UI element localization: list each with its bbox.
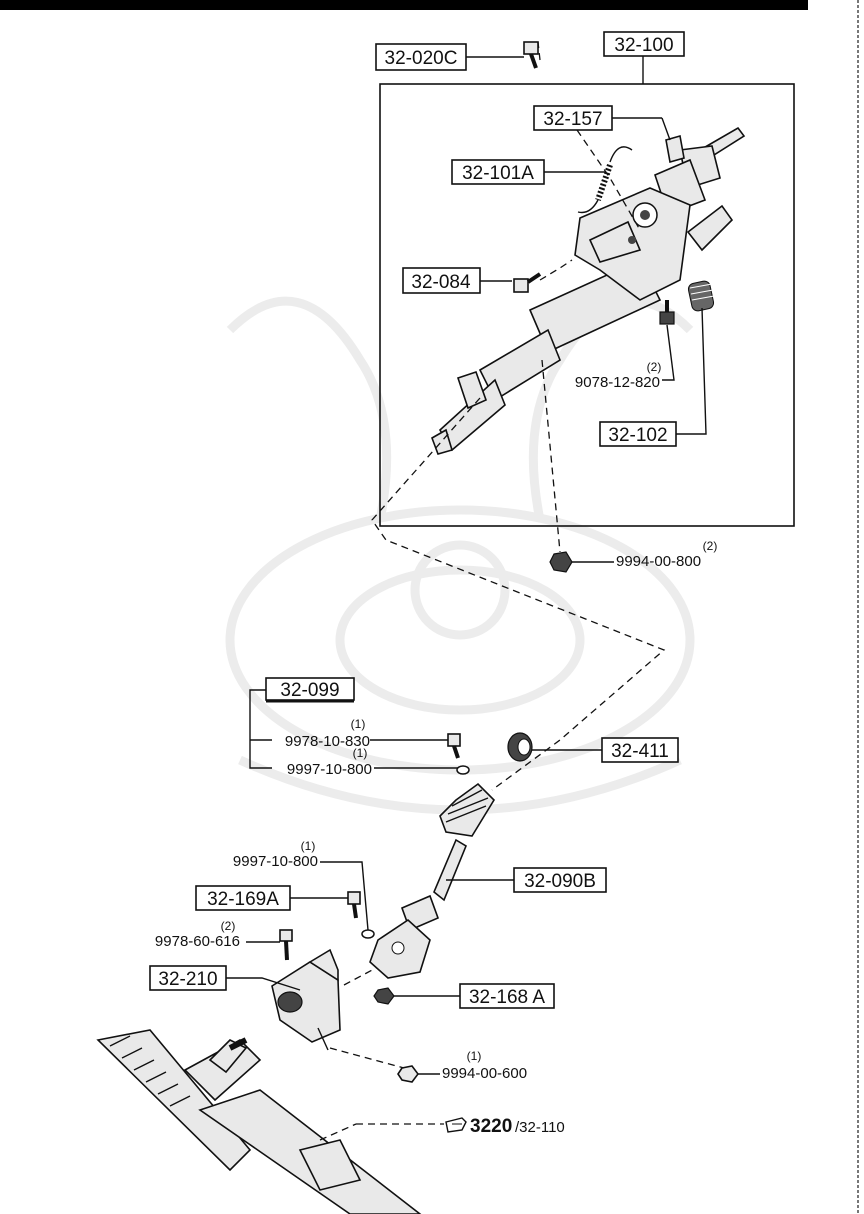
qty-9997-800a: (1) [353,746,368,760]
qty-9994-600: (1) [467,1049,482,1063]
callout-box [533,105,613,131]
callout-32-169a[interactable]: 32-169A [207,889,279,910]
callout-32-090b[interactable]: 32-090B [524,871,596,892]
callout-32-210[interactable]: 32-210 [158,969,217,990]
callout-32-020c[interactable]: 32-020C [385,48,458,69]
callout-32-084[interactable]: 32-084 [411,272,471,293]
callout-box [149,965,227,991]
callout-32-411[interactable]: 32-411 [611,741,669,762]
bolt-icon [279,929,293,961]
callout-box [459,983,555,1009]
callout-box [599,421,677,447]
clip-icon [665,134,685,164]
assembly-frame [379,83,795,527]
nut-icon [373,987,395,1005]
nut-icon [549,551,573,573]
nut-icon [397,1065,419,1083]
part-9997-10-800-b[interactable]: 9997-10-800 [233,853,318,870]
part-9078-12-820[interactable]: 9078-12-820 [575,374,660,391]
reference-sub-number[interactable]: /32-110 [515,1119,565,1136]
callout-32-168a[interactable]: 32-168 A [469,987,545,1008]
hand-pointer-icon [445,1117,467,1133]
spring-icon [577,146,633,214]
bolt-icon [513,272,542,293]
part-9997-10-800-a[interactable]: 9997-10-800 [287,761,372,778]
qty-9978-616: (2) [221,919,236,933]
callout-box [451,159,545,185]
part-9994-00-800[interactable]: 9994-00-800 [616,553,701,570]
callout-box [375,43,467,71]
bolt-icon [523,41,539,69]
bolt-icon [447,733,461,759]
bushing-icon [507,732,533,762]
callout-32-101a[interactable]: 32-101A [462,163,534,184]
universal-joint-icon [369,782,496,979]
part-9978-10-830[interactable]: 9978-10-830 [285,733,370,750]
steering-rack-icon [96,1029,422,1214]
callout-32-099[interactable]: 32-099 [280,680,339,701]
callout-32-157[interactable]: 32-157 [543,109,602,130]
bolt-icon [659,300,675,325]
callout-box [513,867,607,893]
callout-box [402,267,481,294]
reference-section-number[interactable]: 3220 [470,1116,512,1137]
callout-box [603,31,685,57]
washer-icon [456,765,470,775]
callout-32-102[interactable]: 32-102 [608,425,667,446]
callout-box [601,737,679,763]
washer-icon [361,929,375,939]
part-9994-00-600[interactable]: 9994-00-600 [442,1065,527,1082]
callout-box [195,885,291,911]
part-9978-60-616[interactable]: 9978-60-616 [155,933,240,950]
qty-9994-800: (2) [703,539,718,553]
bolt-icon [347,891,361,919]
qty-9997-800b: (1) [301,839,316,853]
header-bar [0,0,808,10]
qty-9078: (2) [647,360,662,374]
steering-column-icon [431,126,746,455]
callout-32-100[interactable]: 32-100 [614,35,673,56]
cover-icon [271,948,341,1051]
qty-9978-830: (1) [351,717,366,731]
